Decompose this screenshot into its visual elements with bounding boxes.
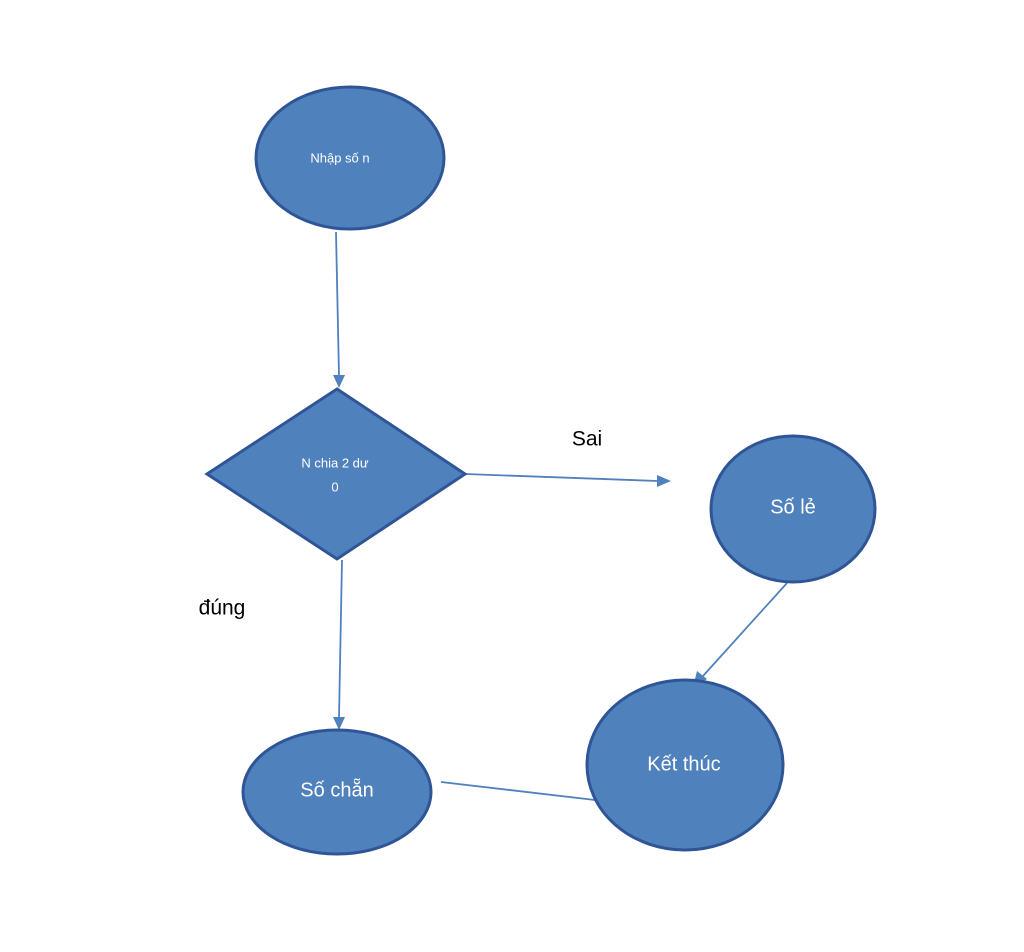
node-odd[interactable]: Số lẻ — [709, 434, 877, 584]
edge-odd-to-end — [693, 582, 788, 687]
node-decision[interactable]: N chia 2 dư 0 — [204, 387, 468, 561]
edge-label-sai: Sai — [572, 428, 602, 451]
node-start-label: Nhập số n — [310, 150, 369, 165]
arrow-head — [333, 717, 345, 730]
node-decision-label-line2: 0 — [331, 479, 338, 494]
node-even[interactable]: Số chẵn — [241, 728, 433, 856]
edge-even-to-end — [440, 781, 596, 801]
edge-label-dung: đúng — [199, 597, 246, 620]
edge-start-to-decision — [333, 231, 345, 388]
arrow-head — [657, 475, 671, 487]
node-start[interactable]: Nhập số n — [254, 85, 446, 231]
node-end[interactable]: Kết thúc — [585, 678, 785, 852]
node-even-label: Số chẵn — [300, 778, 373, 801]
edge-decision-to-odd — [464, 473, 671, 487]
node-end-label: Kết thúc — [647, 753, 720, 775]
node-decision-label-line1: N chia 2 dư — [301, 455, 369, 470]
edge-decision-to-even — [333, 559, 345, 730]
arrow-head — [333, 375, 345, 388]
node-odd-label: Số lẻ — [770, 496, 816, 518]
